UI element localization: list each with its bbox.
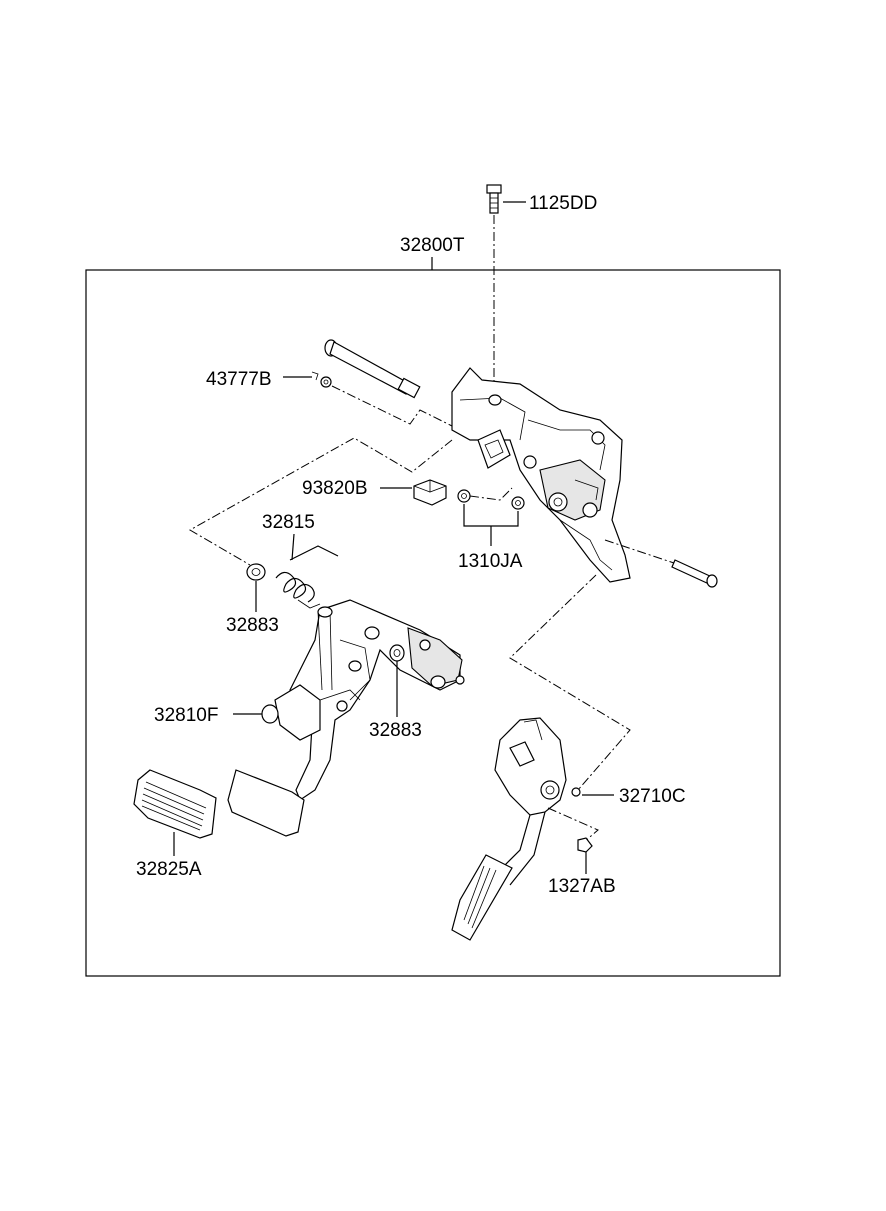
- label-32883-left: 32883: [226, 615, 279, 636]
- nuts-1310ja: [457, 489, 525, 510]
- accelerator-pedal-32710c: [451, 717, 581, 941]
- brake-pedal-32810f: [261, 599, 465, 801]
- label-1310ja: 1310JA: [458, 551, 523, 572]
- label-32710c: 32710C: [619, 786, 686, 807]
- brake-pad: [227, 769, 305, 837]
- pad-32825a: [133, 769, 217, 839]
- label-93820b: 93820B: [302, 478, 368, 499]
- label-43777b: 43777B: [206, 369, 272, 390]
- pedal-bracket: [451, 367, 631, 583]
- label-1327ab: 1327AB: [548, 876, 616, 897]
- label-32825a: 32825A: [136, 859, 202, 880]
- bushing-32883-mid: [389, 644, 405, 662]
- nut-1327ab: [577, 837, 593, 853]
- pivot-shaft-bottom: [671, 559, 718, 588]
- switch-93820b: [413, 479, 447, 506]
- pivot-shaft-top: [324, 339, 421, 399]
- clip-43777b: [311, 371, 332, 388]
- bolt-1125dd: [486, 184, 502, 214]
- label-32883-mid: 32883: [369, 720, 422, 741]
- assembly-frame: [85, 269, 781, 977]
- label-32815: 32815: [262, 512, 315, 533]
- bushing-32883-left: [246, 563, 266, 581]
- label-32800t: 32800T: [400, 235, 465, 256]
- label-1125dd: 1125DD: [529, 193, 597, 214]
- spring-32815: [275, 545, 339, 609]
- label-32810f: 32810F: [154, 705, 218, 726]
